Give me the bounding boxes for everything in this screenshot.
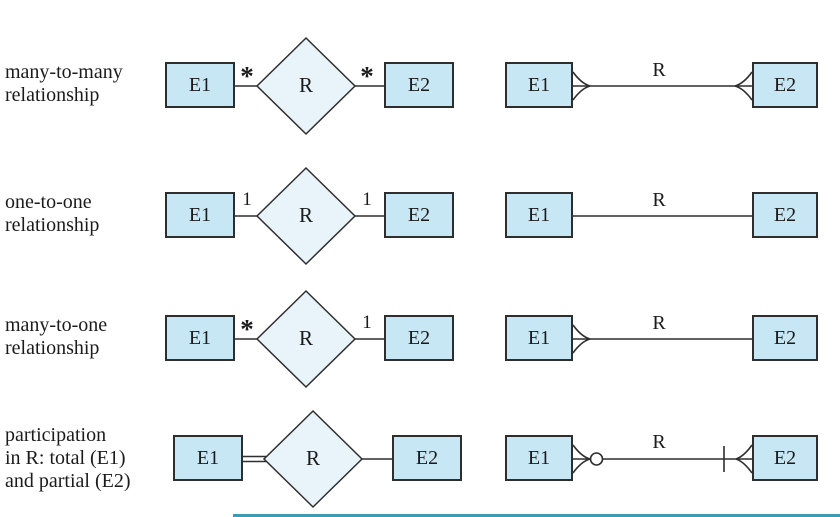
relationship-label: R bbox=[652, 189, 666, 211]
cardinality-label: 1 bbox=[362, 312, 372, 333]
cardinality-label: * bbox=[240, 61, 254, 91]
cardinality-label: * bbox=[240, 314, 254, 344]
row-label: many-to-one relationship bbox=[5, 314, 187, 360]
entity-label: E1 bbox=[527, 446, 551, 469]
entity-box-e2: E2 bbox=[752, 315, 818, 361]
cardinality-label: 1 bbox=[362, 189, 372, 210]
row-label-line: relationship bbox=[5, 214, 100, 236]
relationship-label: R bbox=[652, 59, 666, 81]
row-label-line: many-to-one bbox=[5, 314, 108, 336]
many-end-icon bbox=[734, 71, 753, 101]
entity-label: E2 bbox=[773, 203, 797, 226]
relationship-label: R bbox=[652, 431, 666, 453]
entity-box-e1: E1 bbox=[165, 62, 235, 108]
row-label-line: many-to-many bbox=[5, 61, 123, 83]
entity-label: E1 bbox=[188, 73, 212, 96]
entity-box-e1: E1 bbox=[505, 315, 573, 361]
figure-bottom-rule bbox=[233, 514, 840, 517]
entity-label: E2 bbox=[773, 446, 797, 469]
entity-label: E2 bbox=[773, 326, 797, 349]
entity-label: E1 bbox=[527, 326, 551, 349]
entity-label: E1 bbox=[527, 203, 551, 226]
row-label-line: relationship bbox=[5, 84, 100, 106]
relationship-diamond bbox=[255, 36, 357, 136]
relationship-label: R bbox=[652, 312, 666, 334]
row-label-line: in R: total (E1) bbox=[5, 447, 126, 469]
entity-box-e1: E1 bbox=[173, 435, 243, 481]
row-label: participation in R: total (E1) and parti… bbox=[5, 424, 187, 493]
entity-box-e2: E2 bbox=[384, 192, 454, 238]
entity-box-e1: E1 bbox=[165, 315, 235, 361]
row-label-line: and partial (E2) bbox=[5, 470, 131, 492]
many-end-icon bbox=[572, 71, 591, 101]
relationship-diamond bbox=[262, 409, 364, 509]
entity-box-e2: E2 bbox=[752, 62, 818, 108]
many-end-icon bbox=[572, 324, 591, 354]
relationship-diamond bbox=[255, 166, 357, 266]
entity-label: E1 bbox=[196, 446, 220, 469]
cardinality-label: * bbox=[360, 61, 374, 91]
relationship-label: R bbox=[298, 73, 313, 97]
entity-box-e1: E1 bbox=[505, 62, 573, 108]
entity-box-e2: E2 bbox=[752, 192, 818, 238]
entity-label: E2 bbox=[773, 73, 797, 96]
entity-label: E2 bbox=[407, 203, 431, 226]
many-end-icon bbox=[572, 444, 591, 474]
partial-end-circle-icon bbox=[589, 452, 604, 466]
row-label: one-to-one relationship bbox=[5, 191, 187, 237]
entity-label: E2 bbox=[407, 73, 431, 96]
entity-box-e2: E2 bbox=[384, 62, 454, 108]
entity-box-e2: E2 bbox=[752, 435, 818, 481]
relationship-label: R bbox=[298, 203, 313, 227]
entity-label: E2 bbox=[407, 326, 431, 349]
row-label: many-to-many relationship bbox=[5, 61, 187, 107]
row-label-line: one-to-one bbox=[5, 191, 92, 213]
many-end-icon bbox=[735, 444, 753, 474]
cardinality-label: 1 bbox=[242, 189, 252, 210]
entity-box-e2: E2 bbox=[384, 315, 454, 361]
entity-box-e2: E2 bbox=[392, 435, 462, 481]
entity-box-e1: E1 bbox=[505, 435, 573, 481]
entity-label: E1 bbox=[188, 326, 212, 349]
relationship-label: R bbox=[305, 446, 320, 470]
row-label-line: relationship bbox=[5, 337, 100, 359]
entity-label: E1 bbox=[188, 203, 212, 226]
entity-label: E1 bbox=[527, 73, 551, 96]
relationship-diamond bbox=[255, 289, 357, 389]
relationship-label: R bbox=[298, 326, 313, 350]
entity-box-e1: E1 bbox=[505, 192, 573, 238]
entity-box-e1: E1 bbox=[165, 192, 235, 238]
entity-label: E2 bbox=[415, 446, 439, 469]
row-label-line: participation bbox=[5, 424, 107, 446]
